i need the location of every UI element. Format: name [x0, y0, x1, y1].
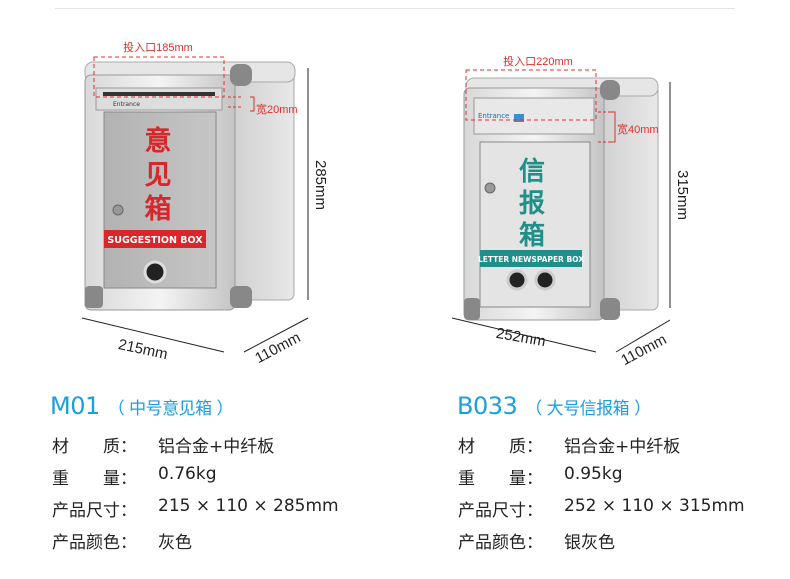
- m01-slot-label: Entrance: [113, 101, 140, 108]
- m01-title: M01 （ 中号意见箱 ）: [50, 392, 234, 420]
- product-illustrations: Entrance 意 见 箱 SUGGESTION BOX 投入口185mm 宽…: [81, 40, 691, 369]
- m01-depth-dimension: 110mm: [252, 329, 303, 367]
- m01-slot-width-dimension: 宽20mm: [256, 102, 298, 116]
- b033-slot-width-dimension: 宽40mm: [617, 122, 659, 136]
- b033-box-image: Entrance 信 报 箱 LETTER NEWSPAPER BOX: [463, 77, 659, 321]
- m01-en-label: SUGGESTION BOX: [107, 235, 203, 246]
- spec-label: 产品尺寸：: [52, 501, 137, 521]
- spec-value: 铝合金+中纤板: [158, 437, 275, 457]
- spec-value: 252 × 110 × 315mm: [564, 496, 745, 516]
- m01-arrows: [81, 68, 309, 353]
- m01-box-image: Entrance 意 见 箱 SUGGESTION BOX: [84, 61, 296, 311]
- top-divider: [55, 8, 735, 9]
- m01-cn-char: 见: [145, 160, 172, 191]
- spec-label: 材 质：: [52, 437, 137, 457]
- spec-label: 材 质：: [458, 437, 543, 457]
- spec-value: 215 × 110 × 285mm: [158, 496, 339, 516]
- b033-height-dimension: 315mm: [674, 170, 691, 220]
- m01-width-dimension: 215mm: [117, 336, 169, 363]
- b033-cn-char: 箱: [519, 220, 545, 251]
- b033-cn-char: 信: [519, 157, 545, 187]
- b033-dimensions: [465, 69, 616, 143]
- spec-label: 产品颜色：: [52, 533, 137, 553]
- m01-cn-char: 箱: [145, 193, 172, 225]
- spec-label: 产品尺寸：: [458, 501, 543, 521]
- spec-label: 产品颜色：: [458, 533, 543, 553]
- spec-label: 重 量：: [458, 469, 543, 489]
- b033-model: B033: [457, 392, 518, 420]
- b033-subtitle: （ 大号信报箱 ）: [525, 399, 651, 419]
- spec-value: 银灰色: [564, 533, 615, 553]
- m01-subtitle: （ 中号意见箱 ）: [107, 399, 234, 419]
- spec-value: 0.76kg: [158, 464, 217, 484]
- m01-dimensions: [93, 56, 255, 112]
- b033-depth-dimension: 110mm: [618, 331, 669, 369]
- spec-label: 重 量：: [52, 469, 137, 489]
- b033-en-label: LETTER NEWSPAPER BOX: [478, 255, 584, 264]
- b033-width-dimension: 252mm: [495, 325, 547, 350]
- spec-value: 灰色: [158, 533, 192, 553]
- b033-slot-label: Entrance: [478, 112, 509, 120]
- m01-height-dimension: 285mm: [312, 160, 329, 210]
- b033-slot-dimension: 投入口220mm: [503, 54, 573, 68]
- m01-cn-char: 意: [145, 125, 172, 157]
- b033-arrows: [451, 82, 671, 353]
- m01-slot-dimension: 投入口185mm: [123, 40, 193, 54]
- b033-cn-char: 报: [519, 188, 545, 219]
- spec-value: 0.95kg: [564, 464, 623, 484]
- spec-value: 铝合金+中纤板: [564, 437, 681, 457]
- b033-title: B033 （ 大号信报箱 ）: [457, 392, 651, 420]
- m01-model: M01: [50, 392, 100, 420]
